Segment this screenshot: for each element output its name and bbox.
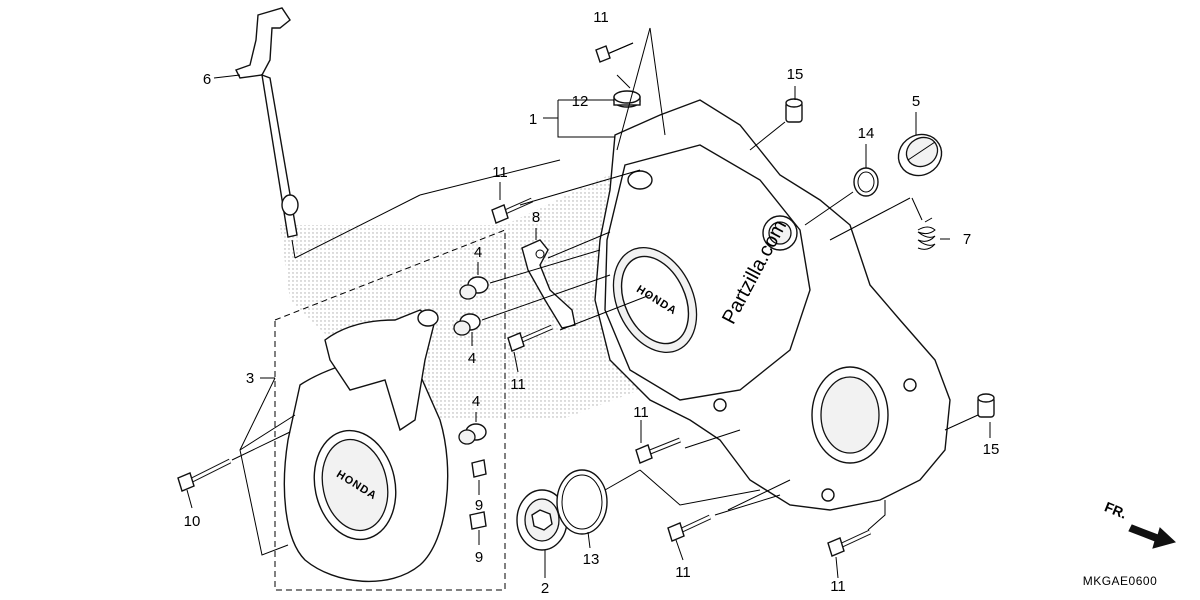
pin-9b xyxy=(469,511,487,530)
bolt-10 xyxy=(177,458,232,492)
callout-9: 9 xyxy=(475,497,483,514)
callout-14: 14 xyxy=(858,125,875,142)
callout-5: 5 xyxy=(912,93,920,110)
front-arrow-icon xyxy=(1128,524,1176,549)
o-ring-13 xyxy=(556,469,608,535)
bolt-11-bottom-left xyxy=(667,514,712,542)
callout-15: 15 xyxy=(983,441,1000,458)
callout-1: 1 xyxy=(529,111,537,128)
front-marker-text: FR. xyxy=(1102,498,1129,521)
collar-4b xyxy=(453,313,481,336)
callout-11: 11 xyxy=(510,376,526,393)
collar-4a xyxy=(459,276,489,300)
pin-9a xyxy=(471,459,487,478)
callout-3: 3 xyxy=(246,370,254,387)
assembly-frame xyxy=(274,229,506,591)
callout-2: 2 xyxy=(541,580,549,597)
o-ring-13-inner xyxy=(561,474,603,530)
bolt-11-top xyxy=(595,42,634,63)
diagram-code: MKGAE0600 xyxy=(1083,574,1158,588)
callout-8: 8 xyxy=(532,209,540,226)
bolt-11-left xyxy=(491,197,534,224)
callout-15: 15 xyxy=(787,66,804,83)
callout-4: 4 xyxy=(468,350,476,367)
callout-11: 11 xyxy=(492,164,508,181)
spring-7 xyxy=(917,217,936,250)
bracket-8 xyxy=(521,239,576,329)
callout-6: 6 xyxy=(203,71,211,88)
callout-11: 11 xyxy=(675,564,691,581)
oil-filler-cap xyxy=(897,133,943,177)
bracket-hole xyxy=(535,249,545,259)
o-ring-14-inner xyxy=(857,171,875,193)
front-direction-marker: FR. xyxy=(1102,498,1176,549)
callout-4: 4 xyxy=(474,244,482,261)
bolt-11-bottom-right xyxy=(827,529,872,557)
callout-13: 13 xyxy=(583,551,600,568)
callout-4: 4 xyxy=(472,393,480,410)
crankcase-cover xyxy=(594,99,951,511)
callout-11: 11 xyxy=(830,578,846,595)
bolt-11-lower xyxy=(635,437,681,464)
shift-rod xyxy=(235,7,299,259)
collar-4c xyxy=(458,423,487,445)
bolt-11-mid xyxy=(507,324,553,352)
callout-11: 11 xyxy=(633,404,649,421)
callout-12: 12 xyxy=(572,93,589,110)
dowel-pin-15b xyxy=(977,393,995,418)
generator-cover xyxy=(283,309,449,583)
callout-9: 9 xyxy=(475,549,483,566)
plug-12 xyxy=(613,90,641,108)
callout-11: 11 xyxy=(593,9,609,26)
timing-plug-2 xyxy=(516,489,568,551)
callout-7: 7 xyxy=(963,231,971,248)
leader-lines xyxy=(186,27,991,579)
callout-10: 10 xyxy=(184,513,201,530)
dowel-pin-15a xyxy=(785,98,803,123)
